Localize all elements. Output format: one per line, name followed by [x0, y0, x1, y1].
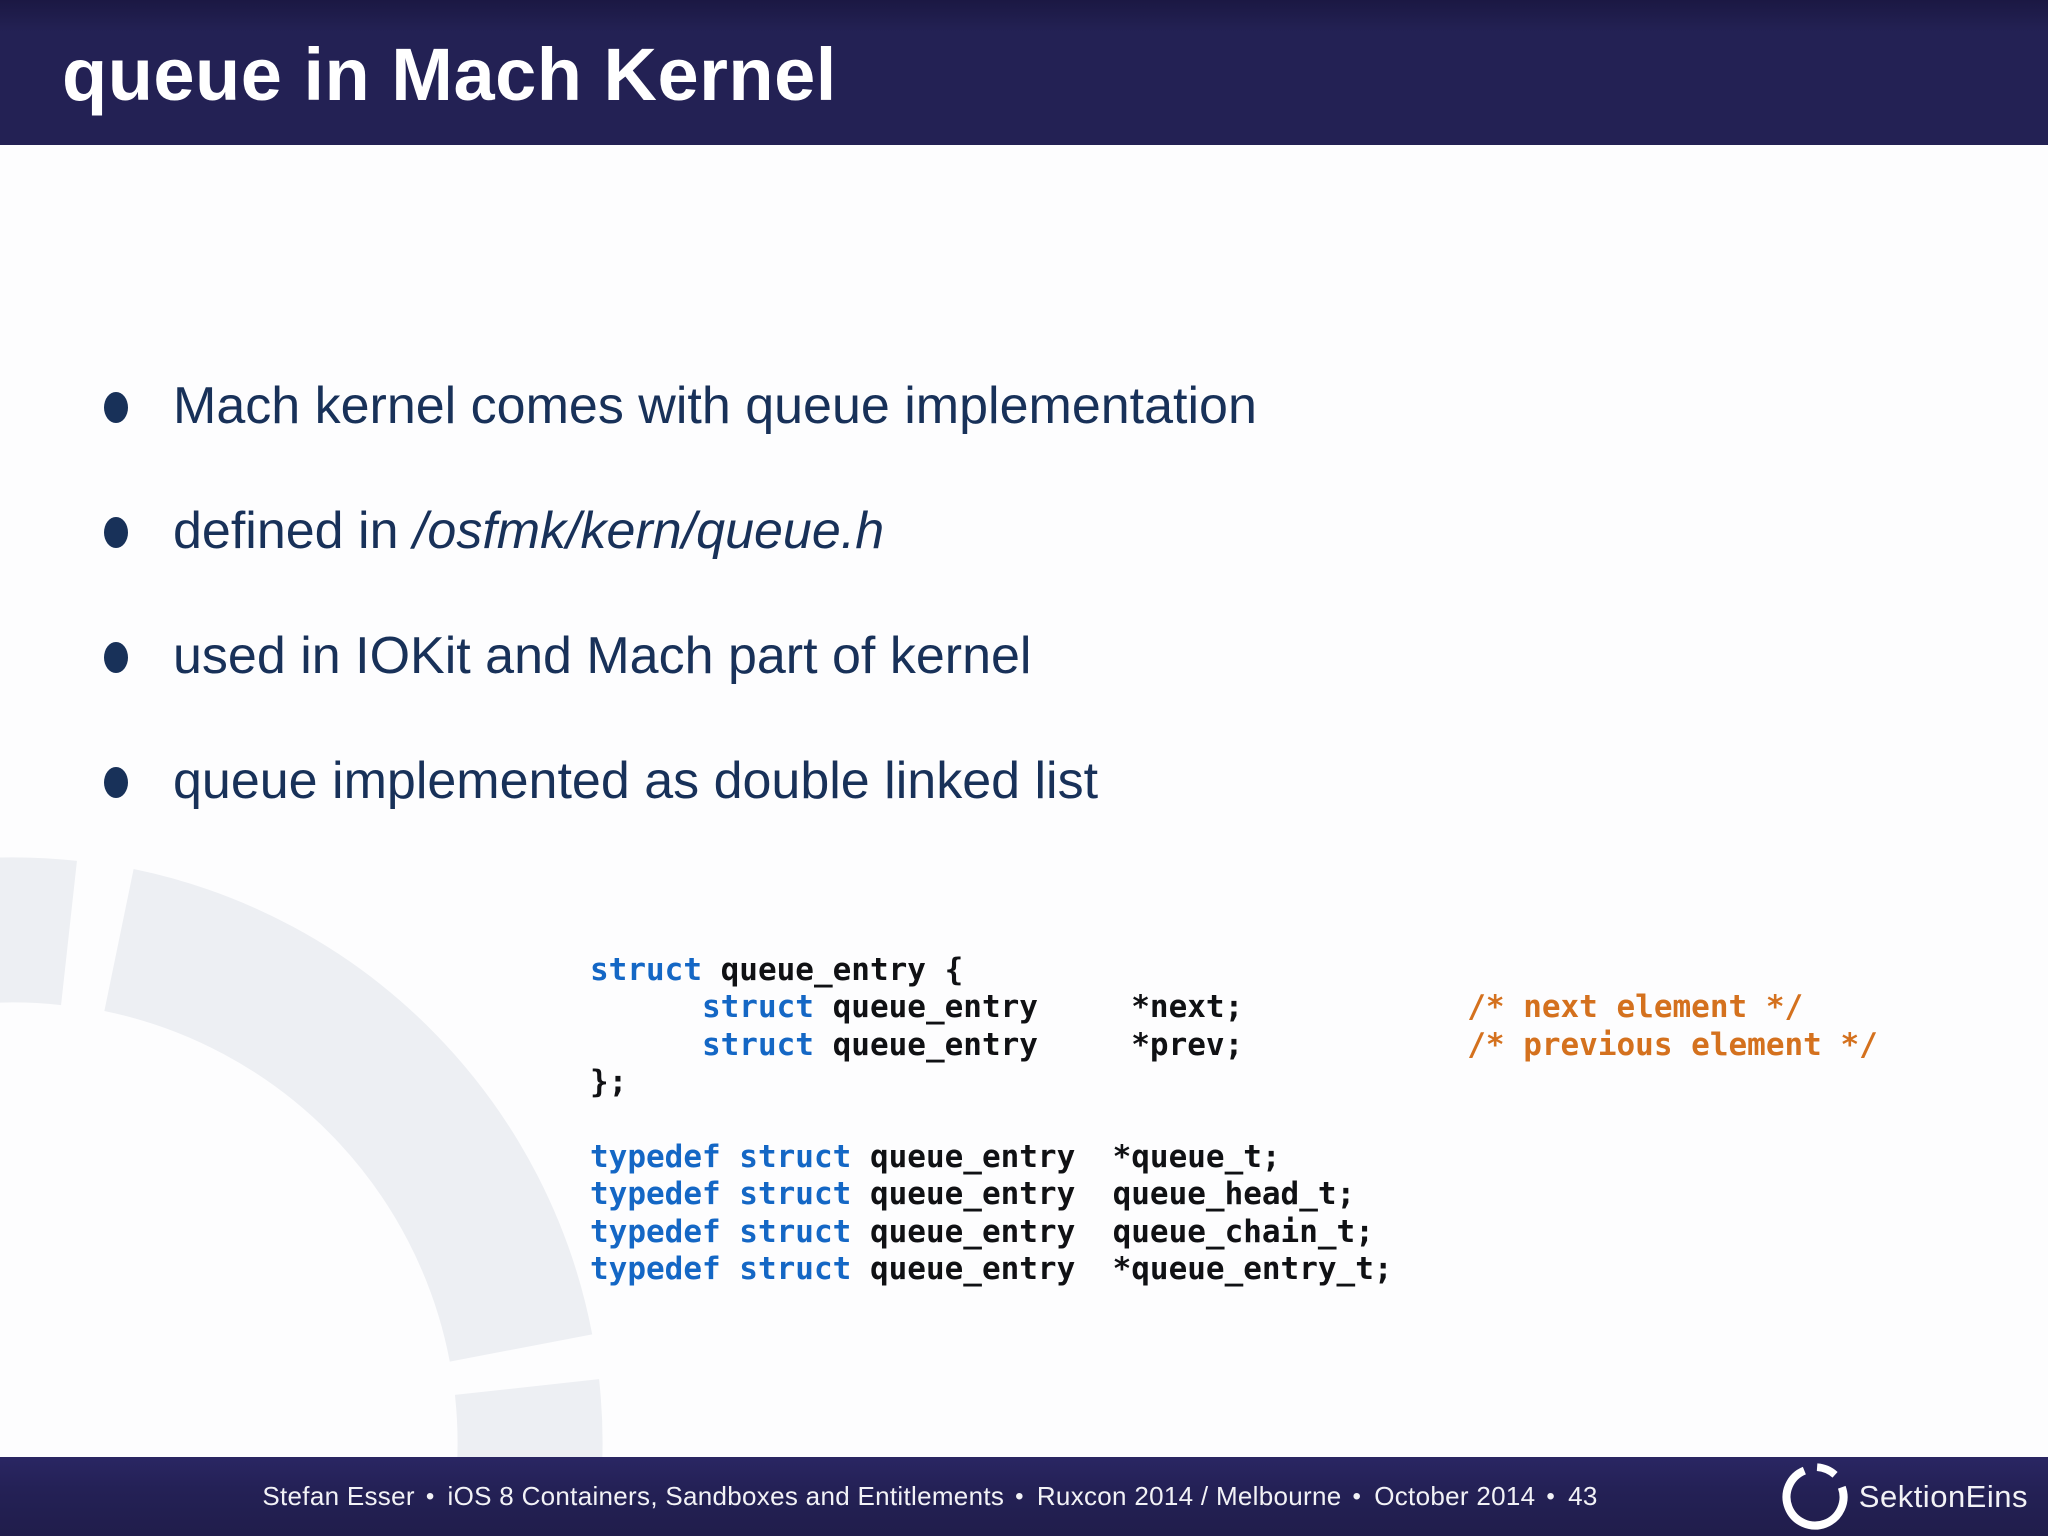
bullet-text: used in IOKit and Mach part of kernel: [173, 627, 1032, 685]
footer-separator-dot: •: [1546, 1482, 1556, 1510]
code-line: struct queue_entry *prev; /* previous el…: [701, 1026, 1878, 1063]
footer-separator-dot: •: [425, 1482, 435, 1510]
logo-text: SektionEins: [1858, 1478, 2028, 1514]
footer-text: Stefan Esser • iOS 8 Containers, Sandboxes…: [0, 1457, 1860, 1536]
code-block: struct queue_entry { struct queue_entry …: [590, 952, 1878, 1289]
code-line: typedef struct queue_entry *queue_entry_…: [590, 1251, 1393, 1288]
bullet-text: defined in /osfmk/kern/queue.h: [173, 502, 885, 560]
code-line: [590, 1102, 1878, 1139]
bullet-dot-icon: [104, 391, 128, 423]
bullet-item: defined in /osfmk/kern/queue.h: [104, 505, 2018, 557]
bullet-text: queue implemented as double linked list: [173, 752, 1099, 810]
page-title: queue in Mach Kernel: [62, 33, 837, 116]
page-number: 43: [1568, 1481, 1598, 1511]
bullet-dot-icon: [104, 641, 128, 673]
bullet-dot-icon: [104, 766, 128, 798]
footer-segment: Stefan Esser: [262, 1481, 415, 1511]
sektioneins-logo: SektionEins: [1777, 1457, 2028, 1536]
footer-separator-dot: •: [1015, 1482, 1024, 1510]
bullet-item: queue implemented as double linked list: [104, 755, 2018, 807]
footer-segment: October 2014: [1374, 1481, 1536, 1511]
slide-header: queue in Mach Kernel: [0, 0, 2048, 145]
bullet-item: Mach kernel comes with queue implementat…: [104, 380, 2018, 432]
bullet-list: Mach kernel comes with queue implementat…: [104, 380, 2018, 880]
footer-segment: iOS 8 Containers, Sandboxes and Entitlem…: [447, 1481, 1005, 1511]
watermark-arc-main: [103, 868, 593, 1363]
footer-separator-dot: •: [1352, 1482, 1362, 1510]
code-line: struct queue_entry *next; /* next elemen…: [701, 989, 1804, 1026]
code-line: };: [590, 1064, 628, 1101]
watermark-arc-left: [0, 857, 77, 1006]
footer-segment: Ruxcon 2014 / Melbourne: [1036, 1481, 1342, 1511]
bullet-dot-icon: [104, 516, 128, 548]
footer-bar: Stefan Esser • iOS 8 Containers, Sandboxes…: [0, 1457, 2048, 1536]
code-line: struct queue_entry {: [590, 952, 964, 988]
bullet-text: Mach kernel comes with queue implementat…: [173, 377, 1257, 435]
sektioneins-ring-icon: [1782, 1462, 1848, 1530]
code-line: typedef struct queue_entry queue_chain_t…: [590, 1213, 1374, 1250]
code-line: typedef struct queue_entry *queue_t;: [590, 1139, 1281, 1176]
bullet-item: used in IOKit and Mach part of kernel: [104, 630, 2018, 682]
code-line: typedef struct queue_entry queue_head_t;: [590, 1176, 1356, 1213]
